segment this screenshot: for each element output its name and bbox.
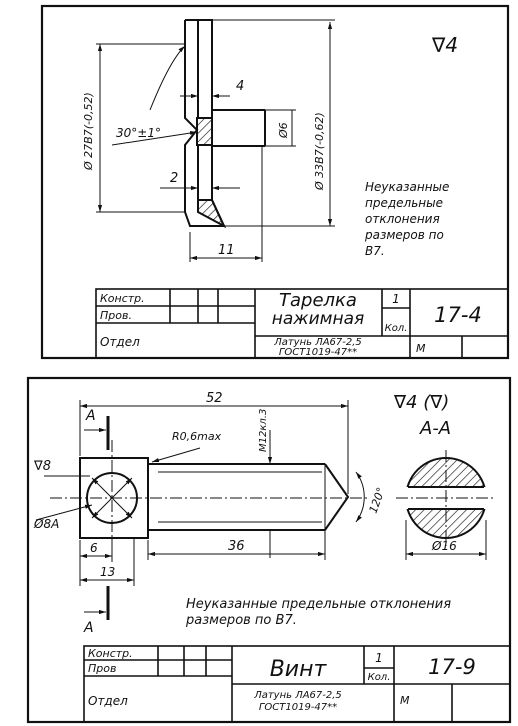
tb2-row-checked: Пров [88,662,116,675]
tb2-material-2: ГОСТ1019-47** [259,702,337,713]
tb2-qty: 1 [375,651,383,665]
note-line-4: размеров по [364,228,444,242]
section-a-a [396,450,496,560]
note-line-5: В7. [365,244,385,258]
section-diameter-label: Ø16 [431,539,457,553]
tb1-row-constructor: Констр. [100,292,145,305]
sheet-2: ∇4 (∇) А-А А А 52 R0,6max М12кл.3 120° ∇… [26,376,512,724]
tb2-part-name: Винт [270,657,328,682]
sheet-2-dimensions [35,400,365,586]
inner-diameter-label: Ø 33В7(-0,62) [313,112,326,191]
sheet-1: ∇4 Ø 27В7(-0,52) Ø 33В7(-0,62) 4 Ø6 30°±… [40,4,510,360]
head-diameter-label: Ø8А [33,517,59,531]
radius-label: R0,6max [172,430,222,443]
sheet-2-note-line-1: Неуказанные предельные отклонения [186,597,451,612]
sheet-1-title-block [95,288,509,359]
section-mark-bottom: А [83,620,94,636]
outer-diameter-label: Ø 27В7(-0,52) [82,92,95,171]
note-line-1: Неуказанные [365,180,449,194]
head-width-label: 13 [100,565,115,579]
note-line-2: предельные [365,196,443,210]
tb2-row-constructor: Констр. [88,647,133,660]
shank-length-label: 36 [228,539,245,554]
total-length-label: 52 [206,391,223,406]
length-label: 11 [218,243,235,258]
tb1-code: 17-4 [434,303,482,327]
tb1-part-name-1: Тарелка [279,290,357,311]
sheet-2-surface-mark: ∇4 (∇) [393,392,449,413]
note-line-3: отклонения [365,212,440,226]
hole-label: Ø6 [277,122,290,139]
tb2-scale-label: М [400,694,410,707]
tb1-qty: 1 [392,292,400,306]
section-label: А-А [419,418,451,439]
screw-part [79,457,350,539]
head-part-label: 6 [90,541,98,555]
pressure-plate-part [184,19,266,229]
sheet-2-title-block [83,645,511,723]
thickness-label: 4 [236,79,244,94]
section-mark-top: А [85,408,96,424]
tb1-scale-label: М [416,342,426,355]
tb2-material-1: Латунь ЛА67-2,5 [253,690,342,701]
tb2-qty-label: Кол. [368,672,391,683]
tb1-part-name-2: нажимная [272,309,364,329]
chamfer-angle-label: 30°±1° [116,126,161,140]
head-roughness-label: ∇8 [33,459,51,474]
tb2-code: 17-9 [428,655,476,679]
section-cut-marks [84,416,110,620]
tb1-material-1: Латунь ЛА67-2,5 [273,337,362,348]
sheet-1-dimensions [96,19,335,262]
tb1-material-2: ГОСТ1019-47** [279,347,357,358]
point-angle-label: 120° [367,486,388,515]
thread-label: М12кл.3 [258,409,269,452]
tb1-qty-label: Кол. [385,323,408,334]
sheet-2-note-line-2: размеров по В7. [185,613,297,628]
sheet-1-surface-mark: ∇4 [431,33,458,57]
tb1-row-department: Отдел [100,335,140,349]
tb2-row-department: Отдел [88,694,128,708]
flange-label: 2 [170,171,178,186]
tb1-row-checked: Пров. [100,309,132,322]
